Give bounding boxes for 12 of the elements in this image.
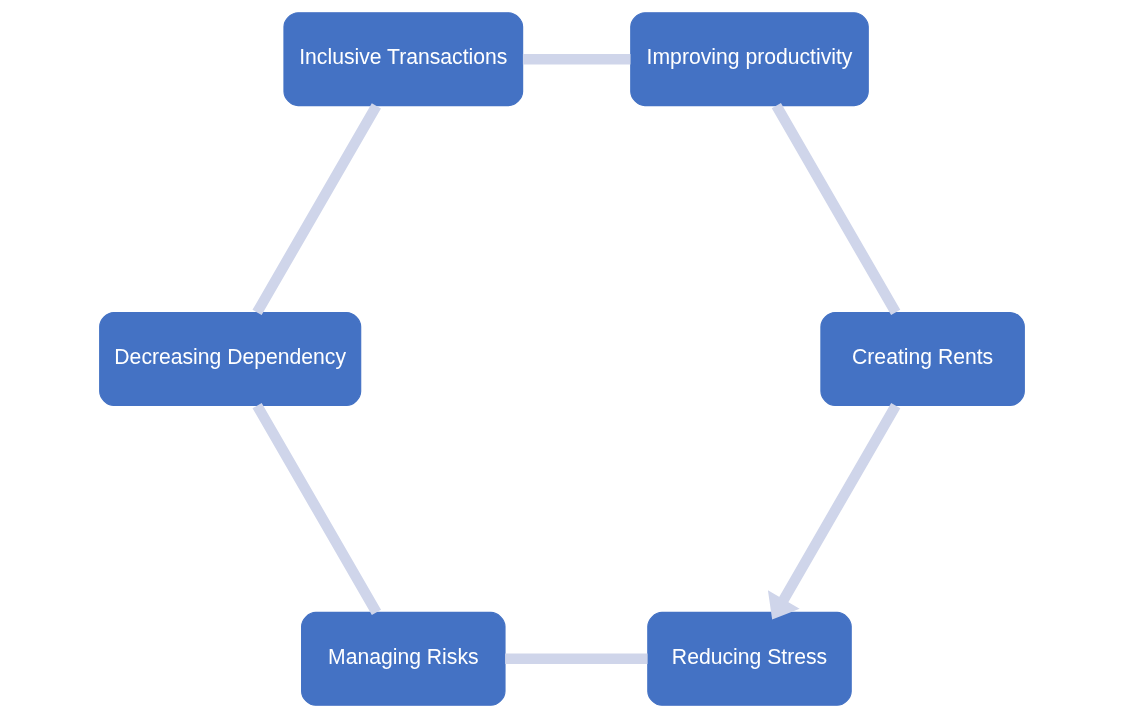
node-box: Creating Rents <box>819 312 1025 407</box>
node-box: Inclusive Transactions <box>282 12 523 107</box>
node-box: Decreasing Dependency <box>98 312 361 407</box>
connector <box>504 653 647 665</box>
connector <box>252 403 381 615</box>
node-box: Improving productivity <box>629 12 869 107</box>
node-box: Reducing Stress <box>646 611 852 706</box>
arrow <box>767 402 900 620</box>
connector <box>522 53 630 65</box>
connector <box>251 103 381 316</box>
connector <box>771 103 900 315</box>
node-box: Managing Risks <box>300 611 506 706</box>
